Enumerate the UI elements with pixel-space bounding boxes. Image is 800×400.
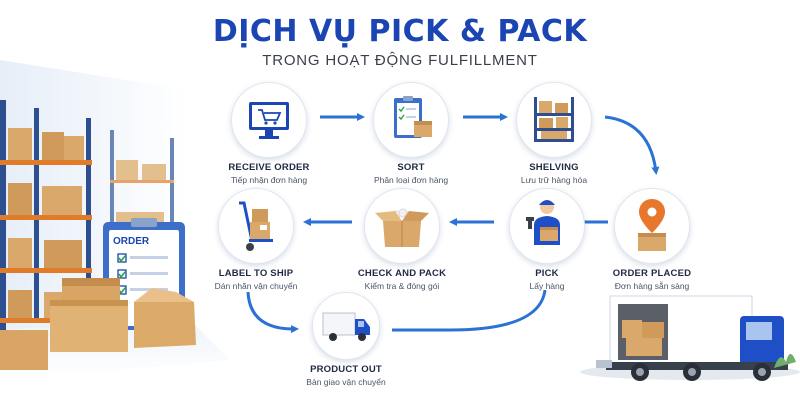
worker-scanner-icon <box>526 200 560 245</box>
step-label: SHELVING <box>529 162 579 173</box>
truck-illustration <box>580 295 800 381</box>
step-sublabel: Bàn giao vận chuyển <box>306 377 386 387</box>
page-title: DỊCH VỤ PICK & PACK <box>212 14 588 49</box>
order-sheet-label: ORDER <box>113 236 150 247</box>
step-product-out: PRODUCT OUT Bàn giao vận chuyển <box>281 292 411 387</box>
step-label: PICK <box>535 268 559 279</box>
step-sublabel: Đơn hàng sẵn sàng <box>614 281 690 291</box>
step-circle <box>231 82 307 158</box>
foreground-boxes <box>0 278 196 370</box>
shelf-boxes-icon <box>534 97 574 142</box>
step-circle <box>312 292 380 360</box>
page-subtitle: TRONG HOẠT ĐỘNG FULFILLMENT <box>262 52 538 69</box>
step-sublabel: Phân loại đơn hàng <box>373 175 449 185</box>
step-circle <box>364 188 440 264</box>
step-order-placed: ORDER PLACED Đơn hàng sẵn sàng <box>587 188 717 291</box>
step-label: CHECK AND PACK <box>357 268 447 279</box>
clipboard-box-icon <box>394 96 432 138</box>
open-box-icon <box>375 208 429 247</box>
step-circle <box>516 82 592 158</box>
step-sublabel: Lấy hàng <box>529 281 565 291</box>
step-sublabel: Kiểm tra & đóng gói <box>364 281 440 291</box>
step-pick: PICK Lấy hàng <box>482 188 612 291</box>
step-label-to-ship: LABEL TO SHIP Dán nhãn vận chuyển <box>191 188 321 291</box>
step-shelving: SHELVING Lưu trữ hàng hóa <box>489 82 619 185</box>
location-pin-box-icon <box>638 199 666 251</box>
step-label: LABEL TO SHIP <box>218 268 294 279</box>
step-circle <box>614 188 690 264</box>
hand-truck-icon <box>239 201 273 251</box>
step-circle <box>509 188 585 264</box>
step-sublabel: Tiếp nhận đơn hàng <box>230 175 308 185</box>
step-sublabel: Lưu trữ hàng hóa <box>520 175 588 185</box>
step-check-and-pack: CHECK AND PACK Kiểm tra & đóng gói <box>337 188 467 291</box>
step-label: SORT <box>397 162 425 173</box>
monitor-cart-icon <box>249 102 289 139</box>
step-label: RECEIVE ORDER <box>228 162 310 173</box>
step-circle <box>373 82 449 158</box>
step-receive-order: RECEIVE ORDER Tiếp nhận đơn hàng <box>204 82 334 185</box>
step-sort: SORT Phân loại đơn hàng <box>346 82 476 185</box>
step-sublabel: Dán nhãn vận chuyển <box>214 281 298 291</box>
step-circle <box>218 188 294 264</box>
delivery-truck-icon <box>322 312 370 341</box>
step-label: PRODUCT OUT <box>310 364 382 375</box>
step-label: ORDER PLACED <box>612 268 692 279</box>
